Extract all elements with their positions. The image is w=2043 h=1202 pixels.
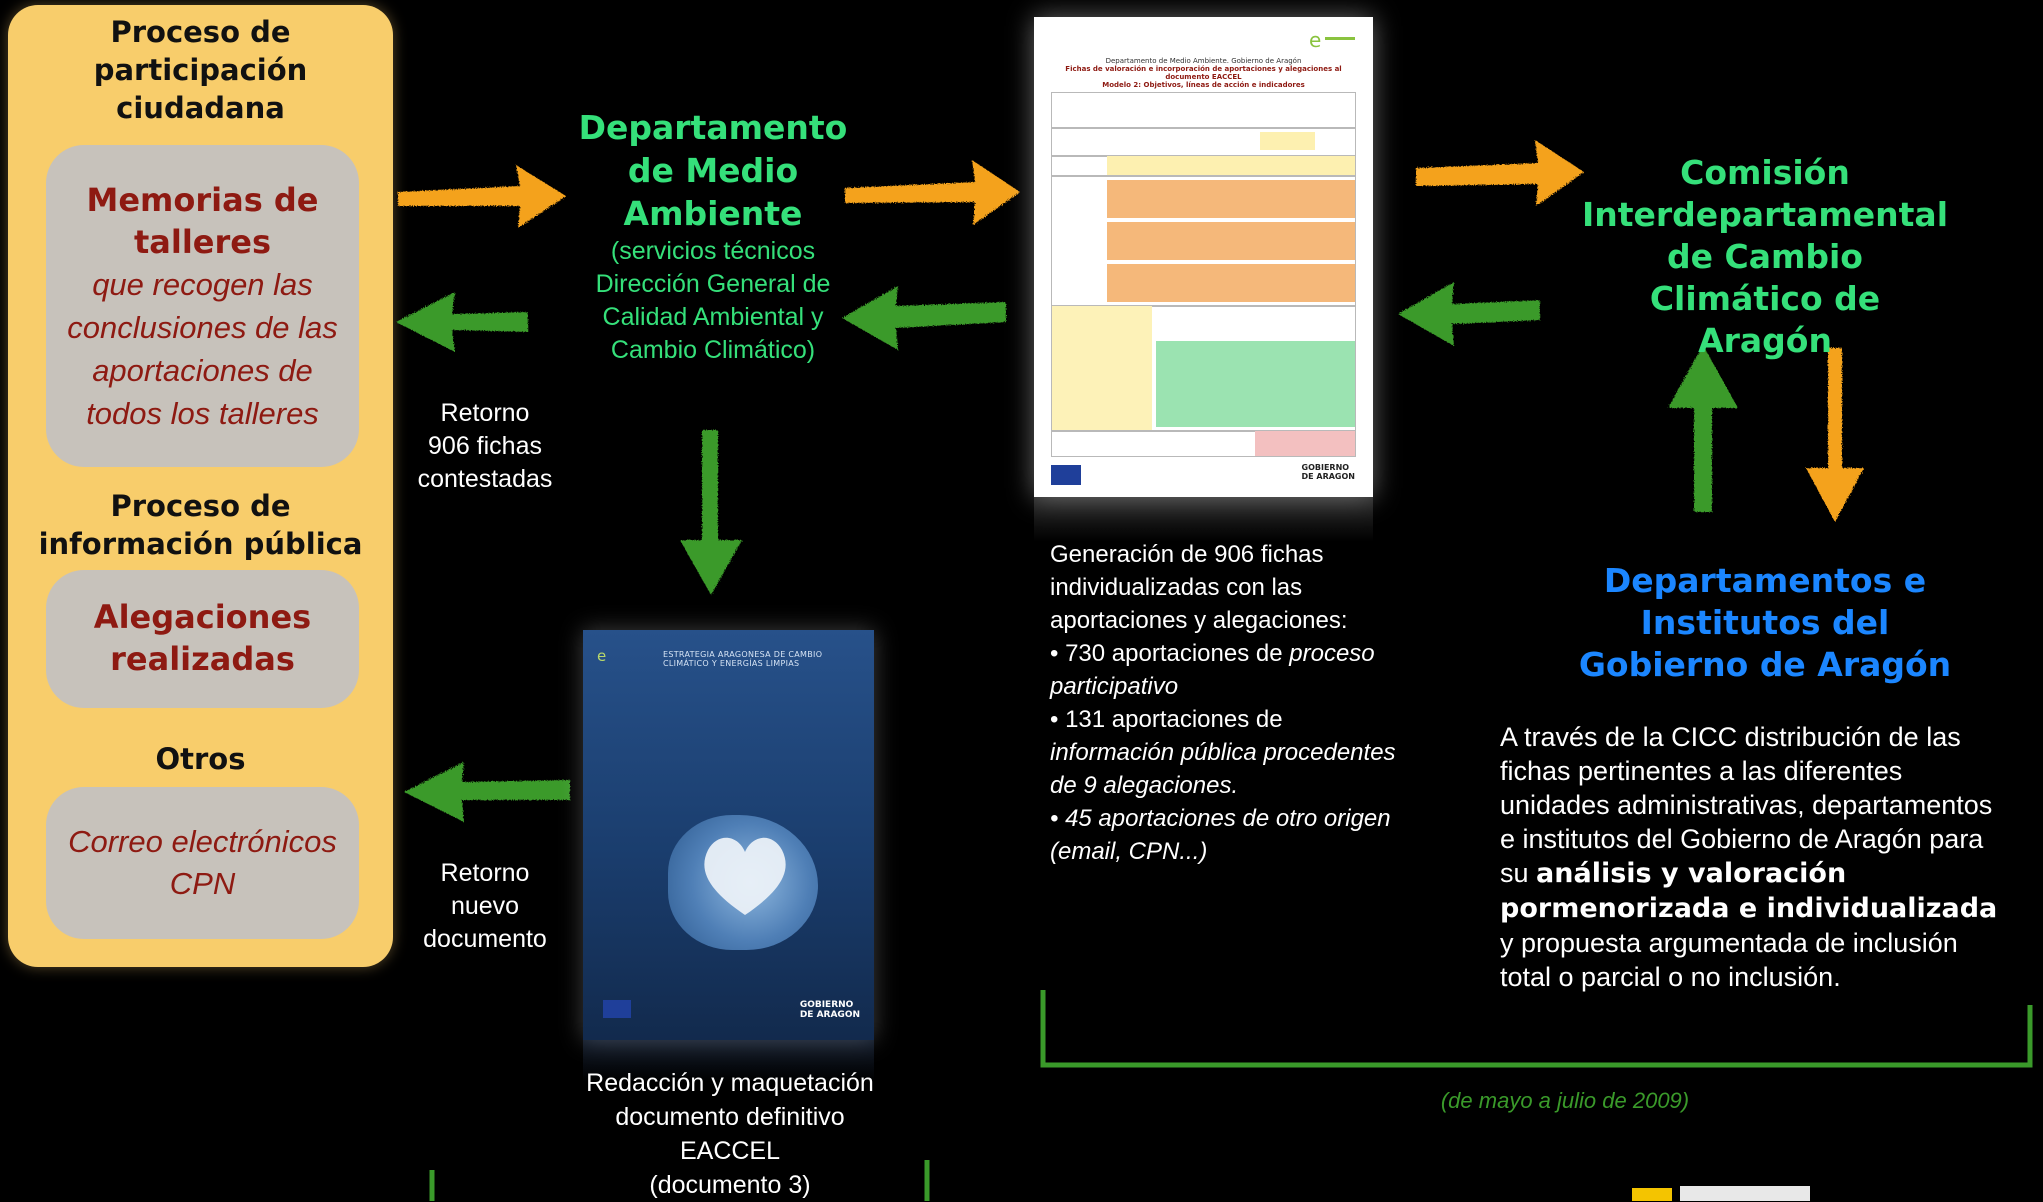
ficha-row <box>1051 155 1356 177</box>
alegaciones-box: Alegaciones realizadas <box>46 570 359 708</box>
fichas-caption-intro: Generación de 906 fichas individualizada… <box>1050 541 1348 634</box>
memorias-box: Memorias de talleres que recogen las con… <box>46 145 359 467</box>
alegaciones-text: Alegaciones realizadas <box>93 598 312 678</box>
eu-flag-icon <box>1051 465 1081 485</box>
cicc-text-1: A través de la CICC distribución de las … <box>1500 722 1993 888</box>
ficha-header-3: Modelo 2: Objetivos, líneas de acción e … <box>1102 81 1305 89</box>
sources-panel: Proceso de participación ciudadana Memor… <box>8 5 393 967</box>
ficha-header-2: Fichas de valoración e incorporación de … <box>1065 65 1342 81</box>
heart-icon <box>698 830 793 924</box>
date-range: (de mayo a julio de 2009) <box>1440 1088 1690 1113</box>
arrow-to-departamento-back <box>842 286 1006 350</box>
memorias-title: Memorias de talleres <box>86 181 319 261</box>
arrow-to-fichas <box>845 160 1020 225</box>
ficha-row <box>1051 92 1356 129</box>
arrow-to-panel-fichas <box>396 292 528 352</box>
retorno-documento-label: Retorno nuevo documento <box>423 859 547 953</box>
ficha-header-1: Departamento de Medio Ambiente. Gobierno… <box>1105 57 1302 65</box>
svg-text:e: e <box>1309 29 1321 51</box>
eu-flag-icon <box>603 1000 631 1018</box>
departamento-title: Departamento de Medio Ambiente <box>578 108 848 233</box>
eaccel-document-cover: e ESTRATEGIA ARAGONESA DE CAMBIO CLIMÁTI… <box>583 630 874 1040</box>
departamento-detail: (servicios técnicos Dirección General de… <box>595 237 831 364</box>
ficha-row <box>1051 127 1356 157</box>
arrow-to-fichas-back <box>1398 282 1540 346</box>
cicc-text-bold: análisis y valoración pormenorizada e in… <box>1500 858 1998 924</box>
date-bracket <box>1040 990 2033 1068</box>
aragon-logo-icon: e <box>1307 28 1357 52</box>
ficha-row <box>1051 430 1356 457</box>
ficha-thumbnail: e Departamento de Medio Ambiente. Gobier… <box>1034 17 1373 497</box>
ficha-row <box>1051 175 1356 307</box>
departamento-node: Departamento de Medio Ambiente (servicio… <box>548 106 878 367</box>
fichas-b3: • 45 aportaciones de otro origen (email,… <box>1050 805 1391 865</box>
arrow-to-document <box>680 430 742 595</box>
document-header: ESTRATEGIA ARAGONESA DE CAMBIO CLIMÁTICO… <box>663 650 823 668</box>
informacion-publica-title: Proceso de información pública <box>38 489 363 561</box>
arrow-up-to-comision <box>1668 345 1738 512</box>
retorno-fichas-label: Retorno 906 fichas contestadas <box>417 399 553 493</box>
fichas-b1-ital: proceso participativo <box>1050 640 1375 700</box>
fichas-b2-ital: información pública procedentes de 9 ale… <box>1050 739 1396 799</box>
gobierno-logo-text-fragment <box>1680 1186 1810 1201</box>
gobierno-logo-fragment <box>1632 1188 1672 1201</box>
fichas-b1: • 730 aportaciones de <box>1050 640 1290 667</box>
cicc-description: A través de la CICC distribución de las … <box>1500 720 2040 994</box>
arrow-to-panel-doc <box>404 762 570 822</box>
memorias-subtitle: que recogen las conclusiones de las apor… <box>67 267 338 431</box>
document-reflection <box>583 1040 874 1082</box>
aragon-logo-icon: e <box>595 646 617 665</box>
document-caption: Redacción y maquetación documento defini… <box>586 1069 874 1199</box>
otros-text: Correo electrónicos CPN <box>68 824 337 901</box>
departamentos-title: Departamentos e Institutos del Gobierno … <box>1578 561 1952 684</box>
ficha-reflection <box>1034 497 1373 542</box>
fichas-b2: • 131 aportaciones de <box>1050 706 1283 733</box>
arrow-down-to-departamentos <box>1806 348 1864 522</box>
document-logo: GOBIERNO DE ARAGON <box>799 1000 860 1020</box>
ficha-row <box>1051 305 1356 432</box>
arrow-to-departamento <box>398 165 566 228</box>
bottom-tick-marks <box>429 1160 930 1201</box>
svg-text:e: e <box>597 647 606 664</box>
otros-title: Otros <box>155 742 246 776</box>
fichas-caption: Generación de 906 fichas individualizada… <box>1050 538 1420 868</box>
participacion-title: Proceso de participación ciudadana <box>93 15 308 125</box>
gobierno-aragon-logo: GOBIERNO DE ARAGON <box>1301 463 1356 481</box>
arrow-to-comision <box>1416 140 1584 206</box>
otros-box: Correo electrónicos CPN <box>46 787 359 939</box>
comision-title: Comisión Interdepartamental de Cambio Cl… <box>1581 153 1949 360</box>
cicc-text-2: y propuesta argumentada de inclusión tot… <box>1500 928 1958 992</box>
